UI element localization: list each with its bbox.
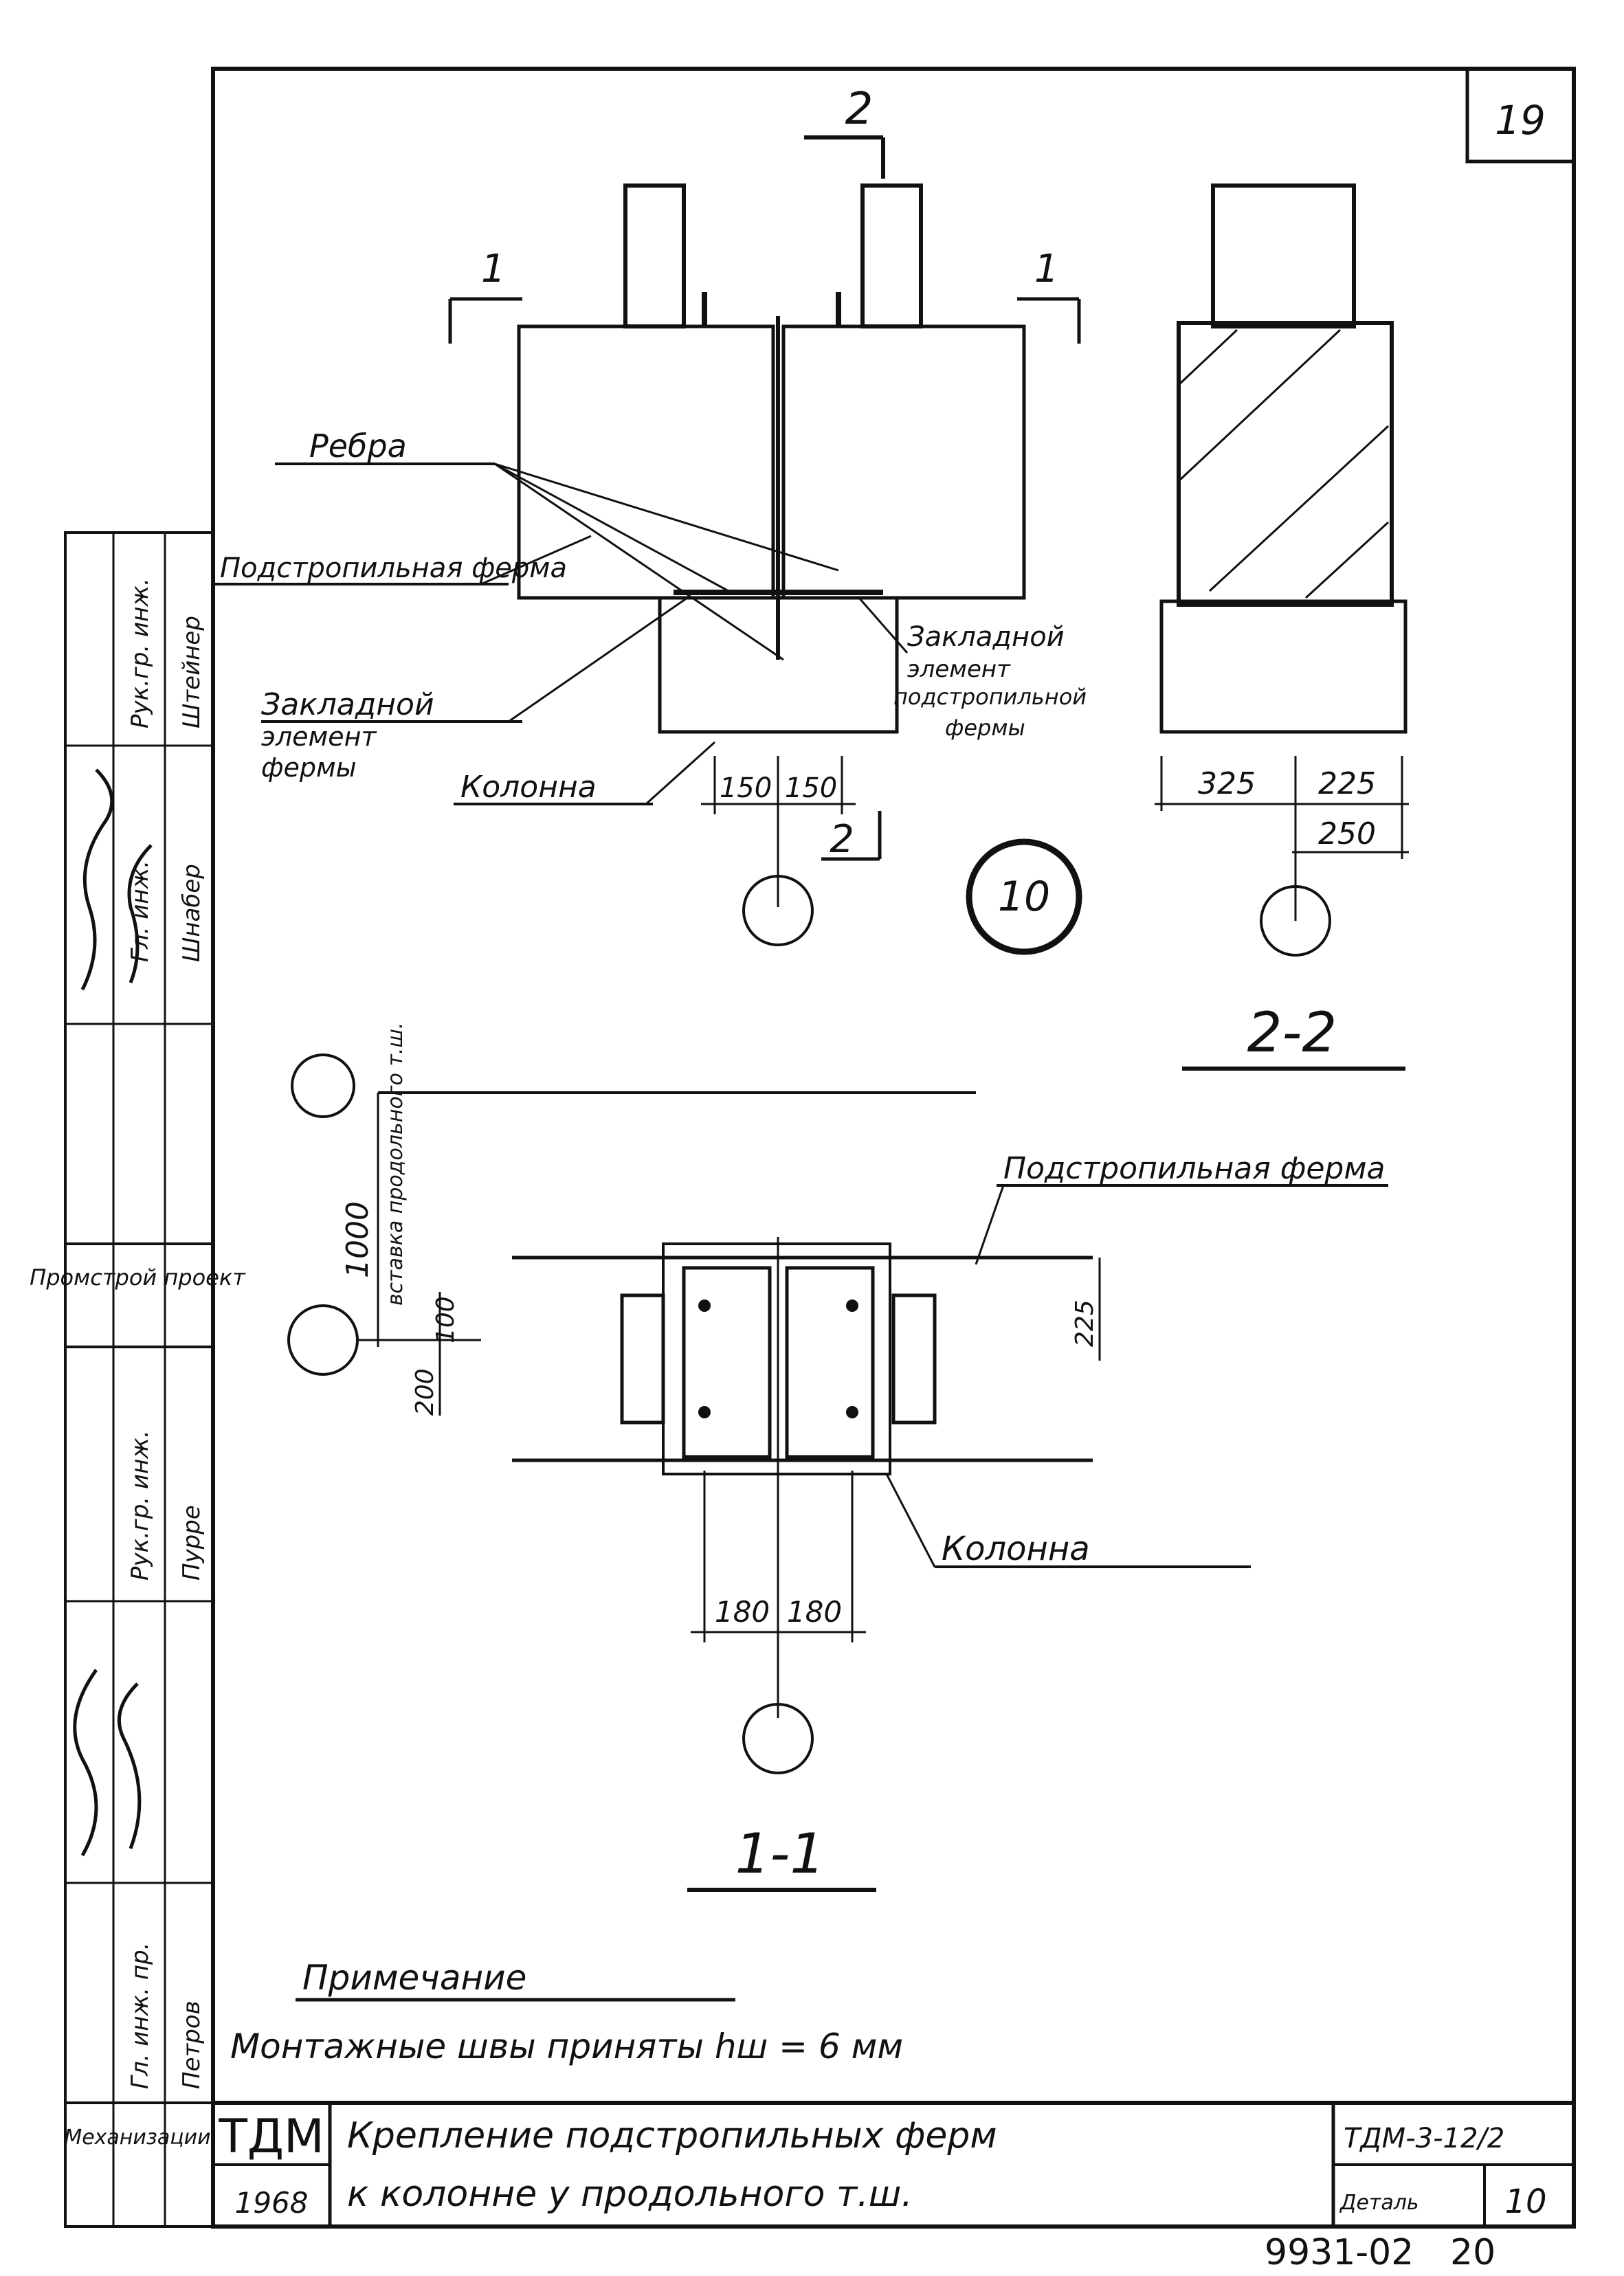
side-name-4: Пурре <box>178 1505 205 1581</box>
truss-right <box>781 324 1026 600</box>
column-plan <box>662 1242 891 1475</box>
dim-150-left: 150 <box>720 772 772 804</box>
column-elevation <box>658 596 899 734</box>
dim-insert: вставка продольного т.ш. <box>383 1023 408 1306</box>
org-logo: ТДМ <box>218 2110 324 2164</box>
bolt <box>846 1406 858 1418</box>
year: 1968 <box>235 2186 309 2220</box>
note-heading: Примечание <box>302 1958 526 1998</box>
section-2-bottom-label: 2 <box>830 817 854 862</box>
axis-circle-plan-left <box>287 1304 359 1376</box>
detail-circle-label: 10 <box>998 873 1050 921</box>
dim-150-right: 150 <box>785 772 837 804</box>
view-1-1-title: 1-1 <box>735 1822 825 1886</box>
dim-180-left: 180 <box>715 1595 770 1629</box>
side-stamp-block: Рук.гр. инж. Штейнер Гл. инж. Шнабер Про… <box>30 531 246 2228</box>
label-embed-right-1: Закладной <box>907 621 1065 653</box>
note-text: Монтажные швы приняты hш = 6 мм <box>230 2027 903 2066</box>
side-org-3: Механизации <box>64 2126 210 2150</box>
label-embed-right-4: фермы <box>945 715 1025 741</box>
detail-number: 10 <box>1504 2183 1546 2221</box>
truss-left <box>517 324 775 600</box>
label-embed-left-1: Закладной <box>261 687 434 722</box>
post-left <box>623 183 686 328</box>
detail-label: Деталь <box>1339 2191 1419 2215</box>
side-org-1: Промстрой проект <box>30 1264 246 1291</box>
drawing-code: ТДМ-3-12/2 <box>1344 2123 1504 2154</box>
dim-225: 225 <box>1318 766 1376 801</box>
label-embed-right-2: элемент <box>907 656 1011 683</box>
post-right <box>860 183 923 328</box>
title-line-1: Крепление подстропильных ферм <box>347 2115 997 2156</box>
side-role-5: Гл. инж. пр. <box>126 1943 154 2089</box>
signature-2 <box>73 1669 142 1857</box>
footer-archive-number: 9931-02 <box>1265 2232 1414 2273</box>
plan-1-1-view: Подстропильная ферма Колонна 1000 вставк… <box>287 1023 1388 1892</box>
section-1-right-mark: 1 <box>1034 247 1059 291</box>
page-number: 19 <box>1495 97 1546 144</box>
signature-1 <box>80 768 153 991</box>
label-column-1: Колонна <box>460 770 597 805</box>
label-ribs: Ребра <box>309 427 407 465</box>
column-section-2-2 <box>1159 599 1408 734</box>
title-line-2: к колонне у продольного т.ш. <box>347 2174 913 2215</box>
side-role-4: Рук.гр. инж. <box>126 1430 154 1581</box>
side-name-2: Шнабер <box>178 864 205 962</box>
section-2-2-view: 325 225 250 2-2 <box>1155 183 1409 1071</box>
bolt <box>698 1299 711 1312</box>
truss-section-2-2 <box>1177 321 1394 607</box>
title-block: ТДМ 1968 Крепление подстропильных ферм к… <box>213 2101 1574 2227</box>
view-2-2-title: 2-2 <box>1247 1001 1337 1064</box>
dim-180-right: 180 <box>787 1595 842 1629</box>
side-name-5: Петров <box>178 2000 205 2089</box>
bolt <box>846 1299 858 1312</box>
label-embed-left-3: фермы <box>261 752 357 783</box>
plan-label-truss: Подстропильная ферма <box>1003 1151 1385 1186</box>
section-1-left-mark: 1 <box>481 247 506 291</box>
label-embed-left-2: элемент <box>261 722 377 752</box>
embed-plate-left <box>620 1293 665 1425</box>
footer-sheet-number: 20 <box>1450 2232 1495 2273</box>
plan-label-column: Колонна <box>942 1530 1090 1568</box>
dim-250: 250 <box>1318 816 1376 851</box>
axis-circle-2-2 <box>1260 885 1331 957</box>
side-name-1: Штейнер <box>178 616 205 728</box>
page-number-box <box>1465 67 1576 164</box>
elevation-view: 2 1 1 Ребра Подстропильная ферма Закладн… <box>213 84 1087 955</box>
dim-200: 200 <box>411 1368 439 1416</box>
dim-325: 325 <box>1198 766 1256 801</box>
sheet-frame <box>211 67 1576 2229</box>
dim-1000: 1000 <box>340 1201 375 1278</box>
embed-plate-right <box>891 1293 937 1425</box>
detail-circle <box>966 838 1082 955</box>
label-truss-1: Подстропильная ферма <box>220 553 567 584</box>
note: Примечание Монтажные швы приняты hш = 6 … <box>230 1958 903 2066</box>
side-role-1: Рук.гр. инж. <box>126 578 154 728</box>
dim-100: 100 <box>432 1296 460 1343</box>
section-2-top-label: 2 <box>845 84 874 135</box>
bolt <box>698 1406 711 1418</box>
label-embed-right-3: подстропильной <box>893 684 1087 710</box>
axis-circle-1 <box>742 875 814 946</box>
axis-circle-plan-bottom <box>742 1703 814 1774</box>
dim-225-plan: 225 <box>1071 1299 1099 1347</box>
